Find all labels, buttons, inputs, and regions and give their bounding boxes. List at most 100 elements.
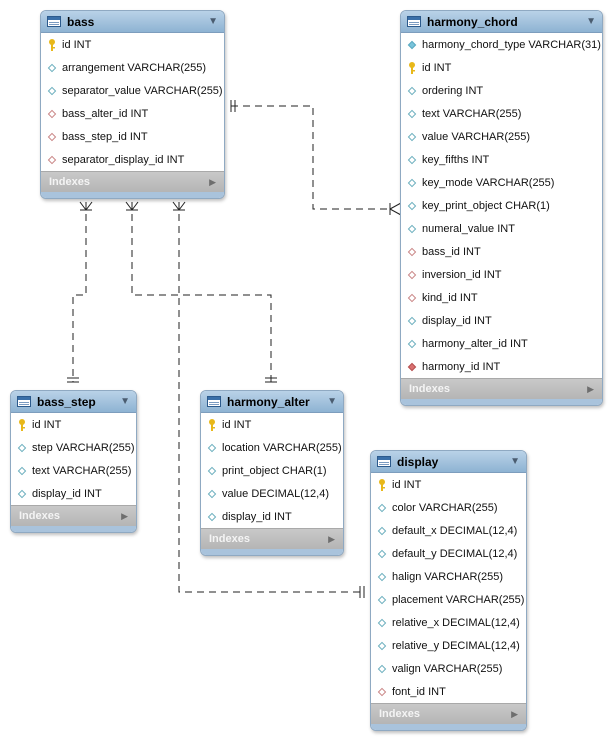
column-row[interactable]: key_mode VARCHAR(255): [401, 171, 602, 194]
table-icon: [407, 16, 421, 27]
indexes-section[interactable]: Indexes▶: [201, 528, 343, 549]
expand-arrow-icon[interactable]: ▶: [121, 510, 128, 521]
column-diamond-icon: [46, 63, 58, 72]
column-row[interactable]: ordering INT: [401, 79, 602, 102]
column-diamond-icon: [206, 512, 218, 521]
indexes-section[interactable]: Indexes▶: [41, 171, 224, 192]
indexes-section[interactable]: Indexes▶: [371, 703, 526, 724]
collapse-arrow-icon[interactable]: ▼: [208, 16, 218, 27]
column-label: separator_value VARCHAR(255): [62, 84, 223, 97]
column-diamond-icon: [376, 503, 388, 512]
column-diamond-icon: [376, 664, 388, 673]
column-label: id INT: [222, 418, 252, 431]
collapse-arrow-icon[interactable]: ▼: [327, 396, 337, 407]
column-row[interactable]: inversion_id INT: [401, 263, 602, 286]
column-row[interactable]: placement VARCHAR(255): [371, 588, 526, 611]
column-row[interactable]: kind_id INT: [401, 286, 602, 309]
collapse-arrow-icon[interactable]: ▼: [510, 456, 520, 467]
column-diamond-icon: [406, 339, 418, 348]
collapse-arrow-icon[interactable]: ▼: [120, 396, 130, 407]
column-row[interactable]: default_y DECIMAL(12,4): [371, 542, 526, 565]
column-row[interactable]: relative_y DECIMAL(12,4): [371, 634, 526, 657]
column-label: separator_display_id INT: [62, 153, 185, 166]
column-row[interactable]: color VARCHAR(255): [371, 496, 526, 519]
column-row[interactable]: relative_x DECIMAL(12,4): [371, 611, 526, 634]
column-row[interactable]: display_id INT: [401, 309, 602, 332]
column-row[interactable]: text VARCHAR(255): [401, 102, 602, 125]
foreign-key-diamond-icon: [406, 293, 418, 302]
column-row[interactable]: id INT: [41, 33, 224, 56]
column-row[interactable]: harmony_alter_id INT: [401, 332, 602, 355]
column-row[interactable]: id INT: [201, 413, 343, 436]
table-bass[interactable]: bass▼ id INT arrangement VARCHAR(255) separ…: [40, 10, 225, 199]
column-label: id INT: [62, 38, 92, 51]
column-label: harmony_chord_type VARCHAR(31): [422, 38, 601, 51]
many-end-marker: [79, 201, 93, 211]
column-row[interactable]: key_print_object CHAR(1): [401, 194, 602, 217]
column-row[interactable]: bass_step_id INT: [41, 125, 224, 148]
column-row[interactable]: step VARCHAR(255): [11, 436, 136, 459]
column-row[interactable]: separator_display_id INT: [41, 148, 224, 171]
table-title: harmony_alter: [227, 394, 310, 409]
column-row[interactable]: default_x DECIMAL(12,4): [371, 519, 526, 542]
expand-arrow-icon[interactable]: ▶: [511, 708, 518, 719]
table-header[interactable]: bass_step▼: [11, 391, 136, 413]
table-icon: [17, 396, 31, 407]
column-label: default_y DECIMAL(12,4): [392, 547, 518, 560]
column-row[interactable]: arrangement VARCHAR(255): [41, 56, 224, 79]
table-footer-bar: [401, 399, 602, 405]
column-row[interactable]: text VARCHAR(255): [11, 459, 136, 482]
column-row[interactable]: value VARCHAR(255): [401, 125, 602, 148]
indexes-section[interactable]: Indexes▶: [401, 378, 602, 399]
table-title: harmony_chord: [427, 14, 518, 29]
column-row[interactable]: print_object CHAR(1): [201, 459, 343, 482]
column-row[interactable]: location VARCHAR(255): [201, 436, 343, 459]
table-header[interactable]: harmony_alter ▼: [201, 391, 343, 413]
column-row[interactable]: display_id INT: [201, 505, 343, 528]
table-footer-bar: [201, 549, 343, 555]
relationship-line-bass-display: [178, 202, 360, 593]
column-row[interactable]: id INT: [401, 56, 602, 79]
table-harmony-alter[interactable]: harmony_alter ▼ id INT location VARCHAR(255…: [200, 390, 344, 556]
column-row[interactable]: valign VARCHAR(255): [371, 657, 526, 680]
column-label: harmony_alter_id INT: [422, 337, 528, 350]
table-header[interactable]: harmony_chord ▼: [401, 11, 602, 33]
expand-arrow-icon[interactable]: ▶: [587, 383, 594, 394]
column-diamond-icon: [206, 443, 218, 452]
column-row[interactable]: halign VARCHAR(255): [371, 565, 526, 588]
column-diamond-icon: [46, 86, 58, 95]
table-header[interactable]: display▼: [371, 451, 526, 473]
column-row[interactable]: harmony_id INT: [401, 355, 602, 378]
expand-arrow-icon[interactable]: ▶: [209, 176, 216, 187]
column-row[interactable]: numeral_value INT: [401, 217, 602, 240]
expand-arrow-icon[interactable]: ▶: [328, 533, 335, 544]
table-footer-bar: [41, 192, 224, 198]
indexes-section[interactable]: Indexes▶: [11, 505, 136, 526]
column-label: inversion_id INT: [422, 268, 502, 281]
column-row[interactable]: harmony_chord_type VARCHAR(31): [401, 33, 602, 56]
table-icon: [377, 456, 391, 467]
table-harmony-chord[interactable]: harmony_chord ▼ harmony_chord_type VARCHAR…: [400, 10, 603, 406]
column-row[interactable]: display_id INT: [11, 482, 136, 505]
table-footer-bar: [11, 526, 136, 532]
column-row[interactable]: font_id INT: [371, 680, 526, 703]
column-row[interactable]: id INT: [371, 473, 526, 496]
column-row[interactable]: bass_alter_id INT: [41, 102, 224, 125]
column-label: value VARCHAR(255): [422, 130, 531, 143]
relationship-line-bass-bass-step: [72, 202, 87, 382]
column-label: arrangement VARCHAR(255): [62, 61, 207, 74]
column-row[interactable]: key_fifths INT: [401, 148, 602, 171]
column-row[interactable]: separator_value VARCHAR(255): [41, 79, 224, 102]
column-label: halign VARCHAR(255): [392, 570, 504, 583]
column-diamond-icon: [376, 641, 388, 650]
table-header[interactable]: bass▼: [41, 11, 224, 33]
collapse-arrow-icon[interactable]: ▼: [586, 16, 596, 27]
column-row[interactable]: bass_id INT: [401, 240, 602, 263]
column-row[interactable]: value DECIMAL(12,4): [201, 482, 343, 505]
column-diamond-icon: [406, 224, 418, 233]
column-row[interactable]: id INT: [11, 413, 136, 436]
indexed-column-diamond-icon: [406, 40, 418, 49]
column-label: display_id INT: [32, 487, 102, 500]
